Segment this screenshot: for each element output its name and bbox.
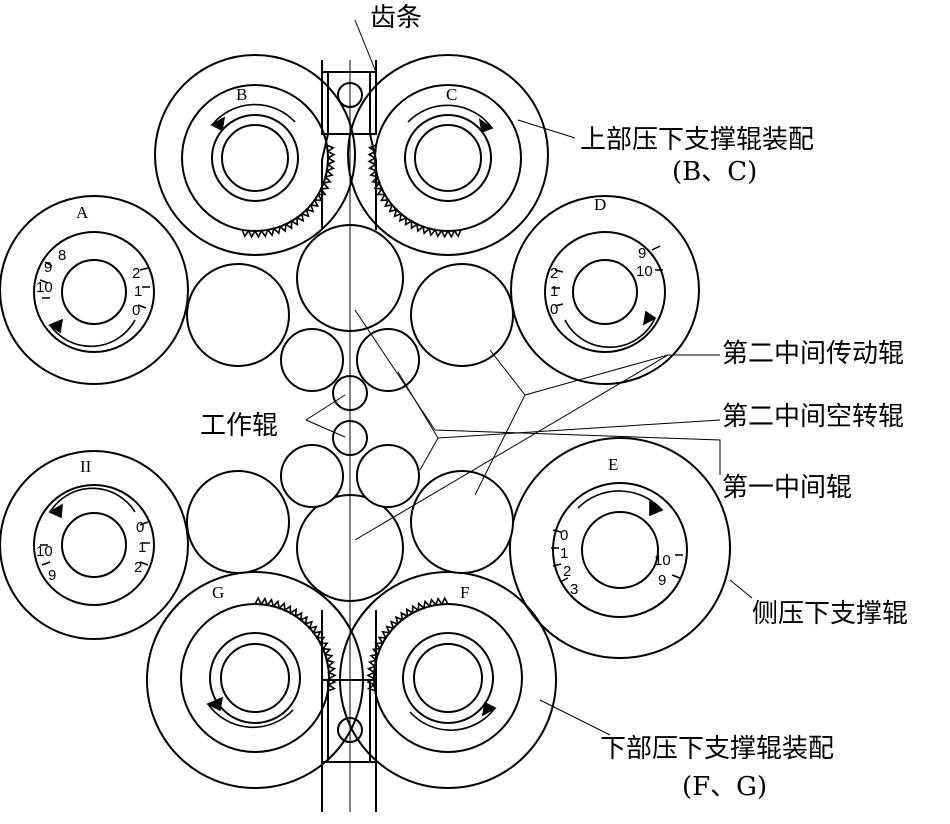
second-intermediate-idler-rolls xyxy=(186,263,514,574)
rotation-arrows xyxy=(48,103,664,731)
upper-assembly-sub-label: (B、C) xyxy=(672,157,757,187)
scale-H-1: 1 xyxy=(138,539,146,556)
roll-letter-D: D xyxy=(594,195,606,214)
scale-A-9: 9 xyxy=(44,259,52,276)
gear-tooth-arc xyxy=(254,596,337,692)
lower-rack xyxy=(321,610,377,812)
second-drive-label: 第二中间传动辊 xyxy=(722,339,904,369)
scale-D-2: 2 xyxy=(550,265,558,282)
scale-E-9: 9 xyxy=(658,572,666,589)
scale-E-2: 2 xyxy=(563,563,571,580)
gear-tooth-arc xyxy=(241,144,336,239)
scale-A-0: 0 xyxy=(132,302,140,319)
roll-H xyxy=(0,450,189,640)
scale-H-9: 9 xyxy=(48,567,56,584)
scale-D-9: 9 xyxy=(638,245,646,262)
scale-D-0: 0 xyxy=(550,301,558,318)
scale-E-3: 3 xyxy=(570,581,578,598)
label-group: 齿条 上部压下支撑辊装配 (B、C) 第二中间传动辊 第二中间空转辊 第一中间辊… xyxy=(36,3,908,802)
gear-tooth-arc xyxy=(367,144,462,239)
roll-E xyxy=(509,437,731,659)
roll-letter-B: B xyxy=(236,85,247,104)
roll-letter-G: G xyxy=(212,583,224,602)
scale-A-1: 1 xyxy=(134,283,142,300)
side-backup-label: 侧压下支撑辊 xyxy=(752,599,908,629)
roll-B xyxy=(154,54,356,256)
scale-E-1: 1 xyxy=(560,545,568,562)
scale-A-10: 10 xyxy=(36,279,53,296)
roll-D xyxy=(510,195,700,385)
scale-D-1: 1 xyxy=(550,283,558,300)
gear-tooth-arc xyxy=(366,596,449,692)
scale-ticks xyxy=(39,245,683,583)
work-roll-label: 工作辊 xyxy=(200,411,278,441)
scale-A-2: 2 xyxy=(132,265,140,282)
rack-label: 齿条 xyxy=(370,3,422,33)
leader-lines xyxy=(305,19,753,736)
upper-assembly-label: 上部压下支撑辊装配 xyxy=(580,125,814,155)
roll-letter-E: E xyxy=(608,455,618,474)
scale-E-10: 10 xyxy=(654,552,671,569)
roll-letter-H: II xyxy=(80,457,92,476)
roll-A xyxy=(0,195,189,385)
roll-letter-A: A xyxy=(76,203,89,222)
lower-assembly-label: 下部压下支撑辊装配 xyxy=(600,734,834,764)
scale-H-2: 2 xyxy=(134,559,142,576)
scale-E-0: 0 xyxy=(560,527,568,544)
scale-H-0: 0 xyxy=(136,519,144,536)
gear-teeth xyxy=(241,144,462,692)
first-intermediate-label: 第一中间辊 xyxy=(722,473,852,503)
scale-D-10: 10 xyxy=(636,263,653,280)
roll-letter-C: C xyxy=(446,85,457,104)
second-idler-label: 第二中间空转辊 xyxy=(722,402,904,432)
roll-letter-F: F xyxy=(460,583,469,602)
scale-A-8: 8 xyxy=(58,247,66,264)
lower-assembly-sub-label: (F、G) xyxy=(682,772,767,802)
scale-H-10: 10 xyxy=(36,543,53,560)
